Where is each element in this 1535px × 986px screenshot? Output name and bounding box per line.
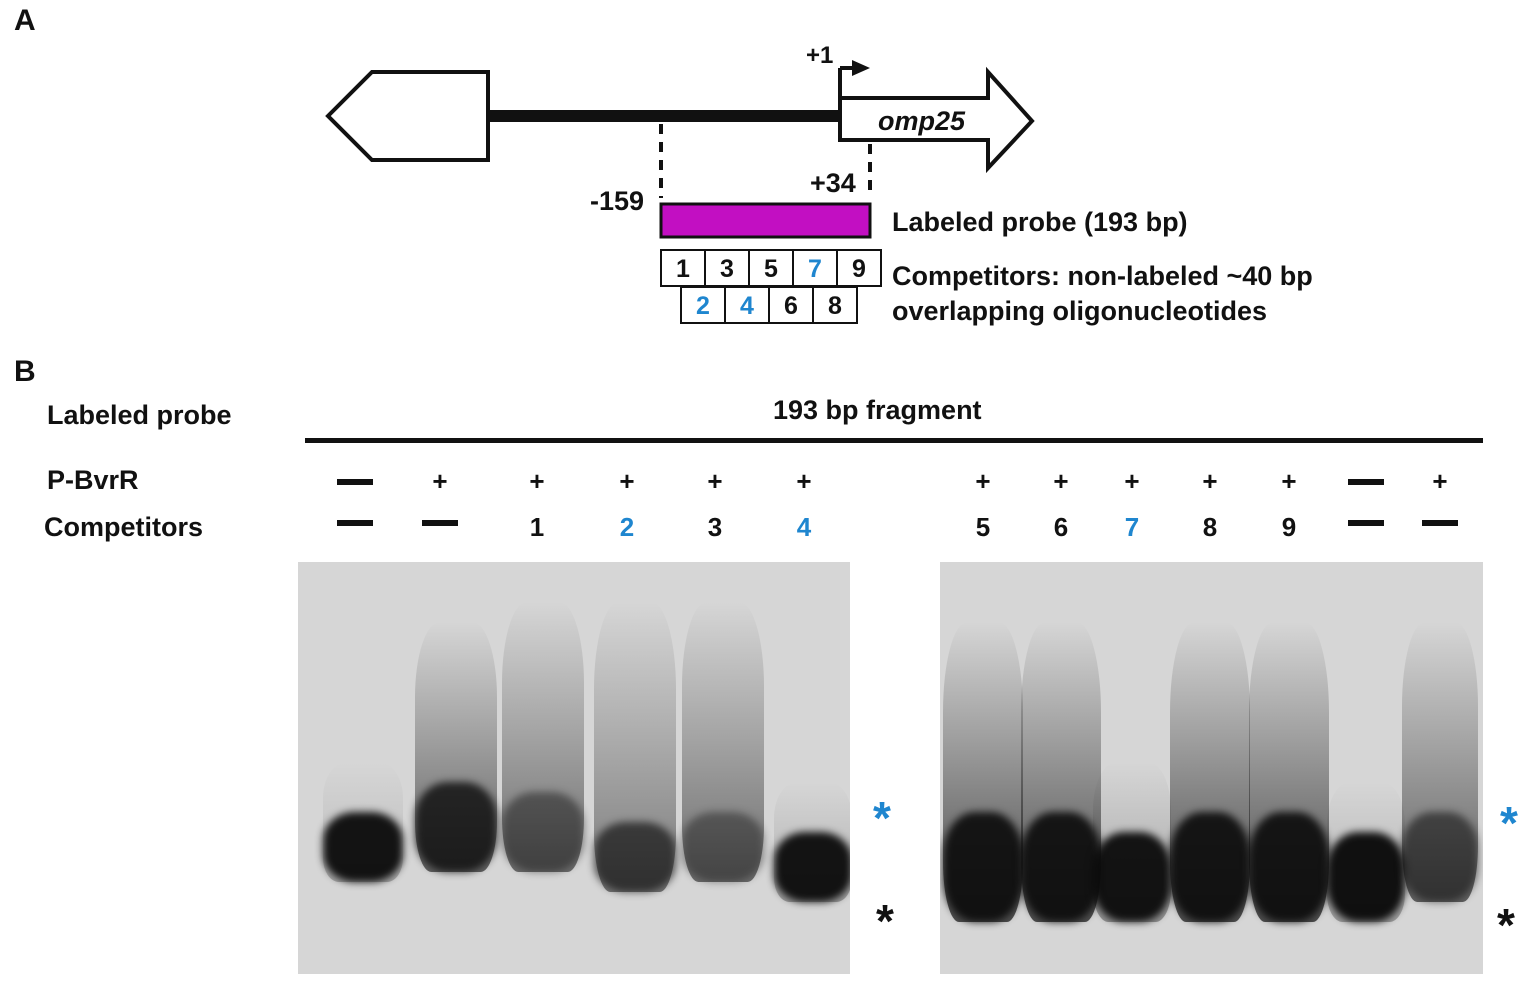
right-gel-competitor-8: 8 (1202, 512, 1218, 542)
competitor-bottom-cell-2 (680, 286, 726, 324)
left-lane-3-band (502, 792, 584, 872)
right-lane-7-band (1402, 812, 1478, 902)
left-coordinate-label: -159 (590, 186, 645, 216)
fragment-bracket-line (305, 438, 1483, 443)
free-probe-marker-left: * (876, 895, 894, 947)
free-probe-marker-right: * (1497, 899, 1515, 951)
complex-marker-right: * (1500, 797, 1518, 849)
gene-label-omp25: omp25 (878, 106, 966, 136)
pbvrr-row-label: P-BvrR (47, 465, 139, 495)
left-lane-5-smear (682, 602, 764, 882)
left-lane-2-band (415, 782, 497, 872)
left-gel-pbvrr-minus-1 (337, 479, 373, 485)
right-gel-pbvrr-minus-6 (1348, 479, 1384, 485)
upstream-gene-arrow (325, 70, 490, 162)
omp25-gene-arrow (838, 66, 1035, 174)
fragment-label: 193 bp fragment (773, 395, 982, 425)
competitor-top-cell-1 (660, 249, 706, 287)
right-gel-pbvrr-plus-7: + (1432, 466, 1448, 496)
competitor-top-cell-9 (836, 249, 882, 287)
gel-image-right (940, 562, 1483, 974)
competitor-bottom-label-6: 6 (784, 292, 798, 320)
left-gel-pbvrr-plus-4: + (619, 466, 635, 496)
panel-b-letter: B (14, 355, 36, 388)
right-gel-competitor-none-7 (1422, 520, 1458, 526)
right-gel-pbvrr-plus-4: + (1202, 466, 1218, 496)
competitor-bottom-label-2: 2 (696, 292, 710, 320)
competitor-oligo-grid: 1 3 5 7 9 2 4 6 8 (660, 249, 882, 324)
labeled-probe-row-label: Labeled probe (47, 400, 232, 430)
gel-image-left (298, 562, 850, 974)
right-lane-5-band (1249, 812, 1329, 922)
competitor-bottom-cell-8 (812, 286, 858, 324)
intergenic-region-line (488, 110, 840, 122)
right-gel-pbvrr-plus-1: + (975, 466, 991, 496)
left-lane-3-smear (502, 602, 584, 872)
right-lane-6-band (1327, 832, 1405, 922)
competitor-bottom-label-4: 4 (740, 292, 754, 320)
complex-marker-left: * (873, 792, 891, 844)
tss-label: +1 (806, 42, 834, 69)
right-lane-3-band (1093, 832, 1171, 922)
left-lane-4-band (594, 822, 676, 892)
left-gel-competitor-none-1 (337, 520, 373, 526)
panel-a-letter: A (14, 4, 36, 37)
right-lane-1-band (943, 812, 1023, 922)
right-coordinate-label: +34 (810, 168, 856, 198)
competitor-top-label-9: 9 (852, 255, 866, 283)
right-lane-2-band (1021, 812, 1101, 922)
left-lane-5-band (682, 812, 764, 882)
left-lane-1-band (323, 812, 403, 882)
competitor-bottom-cell-4 (724, 286, 770, 324)
left-gel-competitor-1: 1 (529, 512, 545, 542)
right-lane-4-band (1170, 812, 1250, 922)
right-gel-competitor-5: 5 (975, 512, 991, 542)
competitor-top-label-5: 5 (764, 255, 778, 283)
left-gel-pbvrr-plus-6: + (796, 466, 812, 496)
competitor-top-cell-3 (704, 249, 750, 287)
left-gel-competitor-none-2 (422, 520, 458, 526)
probe-label: Labeled probe (193 bp) (892, 207, 1188, 237)
right-gel-pbvrr-plus-5: + (1281, 466, 1297, 496)
right-gel-pbvrr-plus-3: + (1124, 466, 1140, 496)
right-gel-competitor-6: 6 (1053, 512, 1069, 542)
left-lane-6-band (774, 832, 850, 902)
competitor-description-line2: overlapping oligonucleotides (892, 296, 1268, 326)
left-gel-pbvrr-plus-2: + (432, 466, 448, 496)
left-gel-pbvrr-plus-5: + (707, 466, 723, 496)
right-gel-competitor-none-6 (1348, 520, 1384, 526)
labeled-probe-bar (659, 202, 872, 239)
competitor-top-label-7: 7 (808, 255, 822, 283)
left-gel-pbvrr-plus-3: + (529, 466, 545, 496)
competitors-row-label: Competitors (44, 512, 204, 542)
left-gel-competitor-2: 2 (619, 512, 635, 542)
competitor-description-line1: Competitors: non-labeled ~40 bp (892, 261, 1313, 291)
competitor-bottom-cell-6 (768, 286, 814, 324)
competitor-top-label-1: 1 (676, 255, 690, 283)
left-gel-competitor-3: 3 (707, 512, 723, 542)
competitor-top-label-3: 3 (720, 255, 734, 283)
competitor-bottom-label-8: 8 (828, 292, 842, 320)
right-gel-competitor-9: 9 (1281, 512, 1297, 542)
right-gel-pbvrr-plus-2: + (1053, 466, 1069, 496)
promoter-diagram: 1 3 5 7 9 2 4 6 8 (325, 60, 1035, 324)
tss-arrow-head (852, 60, 870, 76)
right-gel-competitor-7: 7 (1124, 512, 1140, 542)
left-gel-competitor-4: 4 (796, 512, 812, 542)
